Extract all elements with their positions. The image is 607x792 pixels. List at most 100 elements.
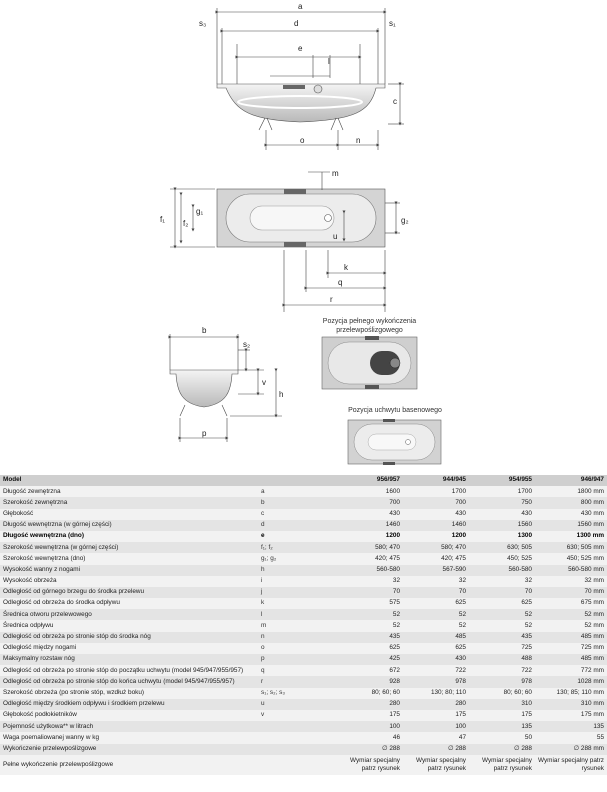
row-value-4: 135 — [593, 722, 604, 730]
row-symbol: j — [261, 588, 263, 596]
header-col-3: 954/955 — [508, 476, 532, 484]
row-value-3: 310 — [521, 700, 532, 708]
dim-a: a — [298, 2, 303, 11]
row-value-3: 1700 — [517, 487, 532, 495]
table-row: Odległość od obrzeża po stronie stóp do … — [0, 631, 607, 643]
row-value-3: 80; 60; 60 — [503, 688, 532, 696]
dim-u: u — [333, 232, 337, 241]
row-value-1: 1460 — [385, 521, 400, 529]
table-row: Odległość od górnego brzegu do środka pr… — [0, 586, 607, 599]
row-symbol: a — [261, 487, 265, 495]
row-label: Odległość od obrzeża po stronie stóp do … — [3, 666, 244, 674]
row-label: Odległość od obrzeża po stronie stóp do … — [3, 633, 151, 641]
dim-s1: s₁ — [389, 19, 396, 28]
row-symbol: f₁; f₂ — [261, 543, 273, 551]
row-value-4: 52 mm — [584, 621, 604, 629]
row-value-2: 700 — [455, 498, 466, 506]
row-label: Średnica otworu przelewowego — [3, 610, 92, 618]
row-value-3: 50 — [524, 733, 532, 741]
row-value-4: 52 mm — [584, 610, 604, 618]
row-value-1: 928 — [389, 677, 400, 685]
row-value-4: 1560 mm — [577, 521, 604, 529]
dim-g2: g₂ — [401, 216, 409, 225]
table-row: Szerokość wewnętrzna (w górnej części) f₁… — [0, 542, 607, 554]
dim-s3: s₃ — [199, 19, 206, 28]
row-value-1: 700 — [389, 498, 400, 506]
row-value-3: 135 — [521, 722, 532, 730]
header-model: Model — [3, 476, 22, 484]
side-view-drawing — [168, 334, 282, 442]
row-value-1: 52 — [392, 621, 400, 629]
row-label: Średnica odpływu — [3, 621, 54, 629]
row-symbol: h — [261, 565, 265, 573]
row-value-3: 70 — [524, 588, 532, 596]
row-symbol: i — [261, 577, 263, 585]
caption-full-trim: Pozycja pełnego wykończenia przelewpośli… — [322, 318, 417, 334]
full-trim-plan — [321, 336, 418, 390]
row-value-2: 625 — [455, 599, 466, 607]
row-value-1: 435 — [389, 633, 400, 641]
dim-r: r — [330, 295, 333, 304]
row-value-2: 430 — [455, 509, 466, 517]
row-value-3: 430 — [521, 509, 532, 517]
row-value-3: 435 — [521, 633, 532, 641]
row-label: Długość wewnętrzna (dno) — [3, 532, 84, 540]
row-value-4: 630; 505 mm — [566, 543, 604, 551]
row-value-3: 722 — [521, 666, 532, 674]
row-value-2: 32 — [458, 577, 466, 585]
row-symbol: s₁; s₂; s₃ — [261, 688, 285, 696]
row-value-1: 52 — [392, 610, 400, 618]
header-col-2: 944/945 — [442, 476, 466, 484]
row-value-4: 55 — [596, 733, 604, 741]
row-value-4: Wymiar specjalny patrz rysunek — [538, 756, 604, 772]
row-value-3: 450; 525 — [507, 554, 532, 562]
row-symbol: u — [261, 700, 265, 708]
row-value-4: 1300 mm — [576, 532, 604, 540]
row-value-2: 978 — [455, 677, 466, 685]
row-value-1: ∅ 288 — [381, 744, 400, 752]
row-label: Pojemność użytkowa** w litrach — [3, 722, 94, 730]
front-view-labels: a d s₃ s₁ e l c o n — [199, 2, 397, 145]
row-value-4: 430 mm — [580, 509, 604, 517]
row-symbol: g₁; g₂ — [261, 554, 277, 562]
table-row: Odległość między środkiem odpływu i środ… — [0, 698, 607, 710]
row-symbol: b — [261, 498, 265, 506]
row-value-3: 52 — [524, 610, 532, 618]
dim-q: q — [338, 278, 342, 287]
dim-p: p — [202, 429, 207, 438]
row-value-3: 560-580 — [508, 565, 532, 573]
table-row: Wykończenie przelewpoślizgowe∅ 288∅ 288∅… — [0, 743, 607, 755]
row-label: Szerokość wewnętrzna (w górnej części) — [3, 543, 119, 551]
row-value-1: 560-580 — [376, 565, 400, 573]
row-value-4: 725 mm — [580, 644, 604, 652]
row-value-3: 32 — [524, 577, 532, 585]
row-value-2: 52 — [458, 610, 466, 618]
row-label: Szerokość obrzeża (po stronie stóp, wzdł… — [3, 688, 145, 696]
row-value-1: 625 — [389, 644, 400, 652]
row-symbol: k — [261, 599, 265, 607]
front-view-drawing — [215, 8, 404, 150]
row-value-2: Wymiar specjalny patrz rysunek — [415, 756, 466, 772]
row-symbol: d — [261, 521, 265, 529]
row-value-4: 130; 85; 110 mm — [556, 688, 604, 696]
row-value-4: 450; 525 mm — [566, 554, 604, 562]
header-col-4: 946/947 — [580, 476, 604, 484]
row-label: Wysokość wanny z nogami — [3, 565, 81, 573]
row-value-1: 580; 470 — [375, 543, 400, 551]
header-col-1: 956/957 — [376, 476, 400, 484]
row-value-4: ∅ 288 mm — [573, 744, 604, 752]
row-label: Odległość od obrzeża po stronie stóp do … — [3, 677, 235, 685]
row-value-1: 46 — [392, 733, 400, 741]
row-value-1: 430 — [389, 509, 400, 517]
dim-f2: f₂ — [183, 219, 188, 228]
row-label: Szerokość wewnętrzna (dno) — [3, 554, 86, 562]
dim-o: o — [300, 136, 305, 145]
